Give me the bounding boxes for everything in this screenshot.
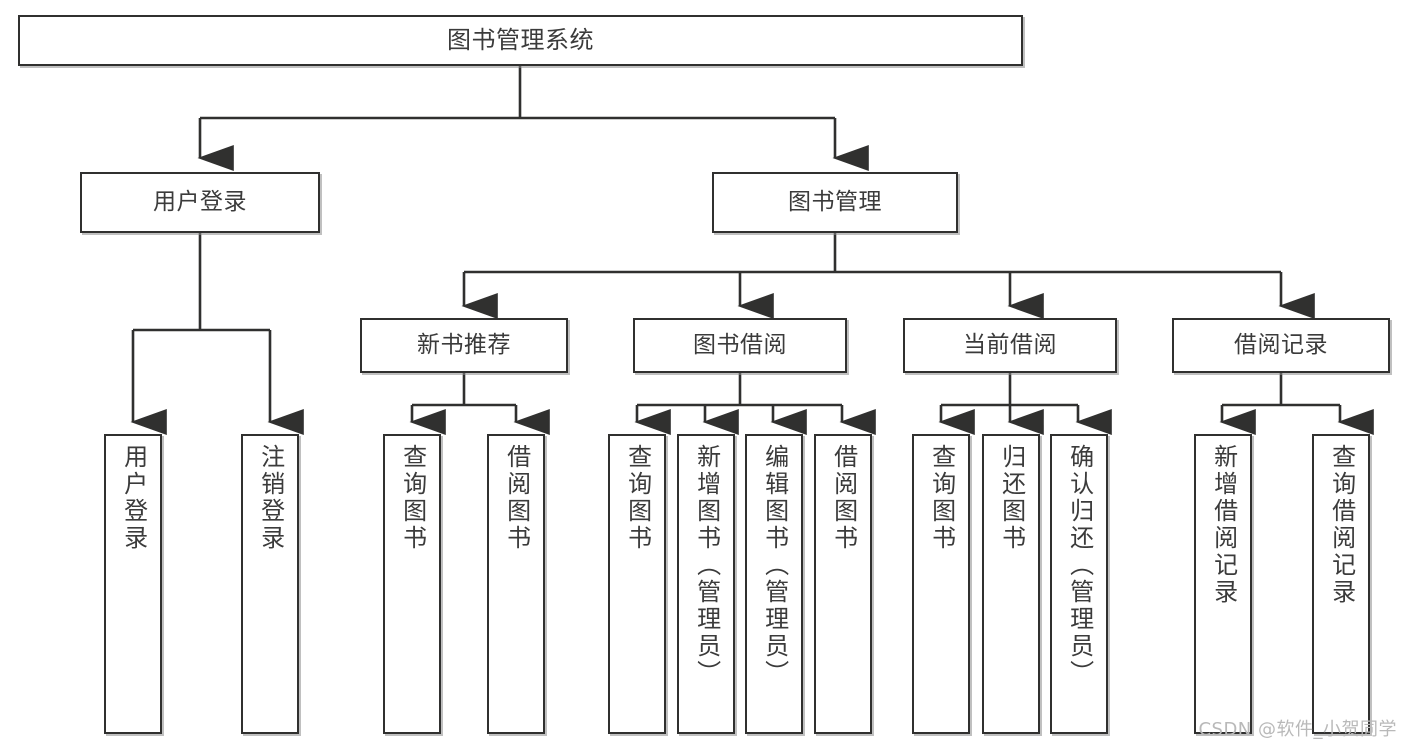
node-leaf-user-login-label: 用户登录 [119, 444, 148, 552]
node-leaf-add-book-admin-label: 新增图书（管理员） [692, 444, 721, 687]
node-leaf-confirm-return-admin[interactable]: 确认归还（管理员） [1050, 434, 1108, 734]
node-leaf-borrow-book-new[interactable]: 借阅图书 [487, 434, 545, 734]
node-leaf-query-book-borrow[interactable]: 查询图书 [608, 434, 666, 734]
node-leaf-query-borrow-record[interactable]: 查询借阅记录 [1312, 434, 1370, 734]
node-user-login[interactable]: 用户登录 [80, 172, 320, 233]
node-current-borrow-label: 当前借阅 [963, 331, 1057, 358]
node-leaf-user-login[interactable]: 用户登录 [104, 434, 162, 734]
node-leaf-borrow-book[interactable]: 借阅图书 [814, 434, 872, 734]
node-leaf-add-borrow-record-label: 新增借阅记录 [1209, 444, 1238, 606]
node-leaf-confirm-return-admin-label: 确认归还（管理员） [1065, 444, 1094, 687]
node-user-login-label: 用户登录 [153, 188, 247, 215]
node-leaf-edit-book-admin-label: 编辑图书（管理员） [760, 444, 789, 687]
node-root[interactable]: 图书管理系统 [18, 15, 1023, 66]
node-leaf-add-book-admin[interactable]: 新增图书（管理员） [677, 434, 735, 734]
node-borrow-record[interactable]: 借阅记录 [1172, 318, 1390, 373]
node-borrow-record-label: 借阅记录 [1234, 331, 1328, 358]
node-leaf-logout[interactable]: 注销登录 [241, 434, 299, 734]
node-root-label: 图书管理系统 [447, 26, 594, 55]
watermark: CSDN @软件_小贺同学 [1198, 719, 1397, 740]
node-book-borrow-label: 图书借阅 [693, 331, 787, 358]
node-book-borrow[interactable]: 图书借阅 [633, 318, 847, 373]
node-leaf-query-book-new-label: 查询图书 [398, 444, 427, 552]
node-leaf-borrow-book-new-label: 借阅图书 [502, 444, 531, 552]
node-leaf-add-borrow-record[interactable]: 新增借阅记录 [1194, 434, 1252, 734]
node-leaf-return-book[interactable]: 归还图书 [982, 434, 1040, 734]
node-book-management[interactable]: 图书管理 [712, 172, 958, 233]
node-new-book-recommend-label: 新书推荐 [417, 331, 511, 358]
node-current-borrow[interactable]: 当前借阅 [903, 318, 1117, 373]
node-leaf-query-book-current-label: 查询图书 [927, 444, 956, 552]
node-leaf-borrow-book-label: 借阅图书 [829, 444, 858, 552]
node-leaf-query-book-current[interactable]: 查询图书 [912, 434, 970, 734]
node-leaf-query-book-borrow-label: 查询图书 [623, 444, 652, 552]
node-leaf-edit-book-admin[interactable]: 编辑图书（管理员） [745, 434, 803, 734]
node-leaf-return-book-label: 归还图书 [997, 444, 1026, 552]
node-leaf-query-book-new[interactable]: 查询图书 [383, 434, 441, 734]
node-book-management-label: 图书管理 [788, 188, 882, 215]
node-new-book-recommend[interactable]: 新书推荐 [360, 318, 568, 373]
node-leaf-logout-label: 注销登录 [256, 444, 285, 552]
node-leaf-query-borrow-record-label: 查询借阅记录 [1327, 444, 1356, 606]
